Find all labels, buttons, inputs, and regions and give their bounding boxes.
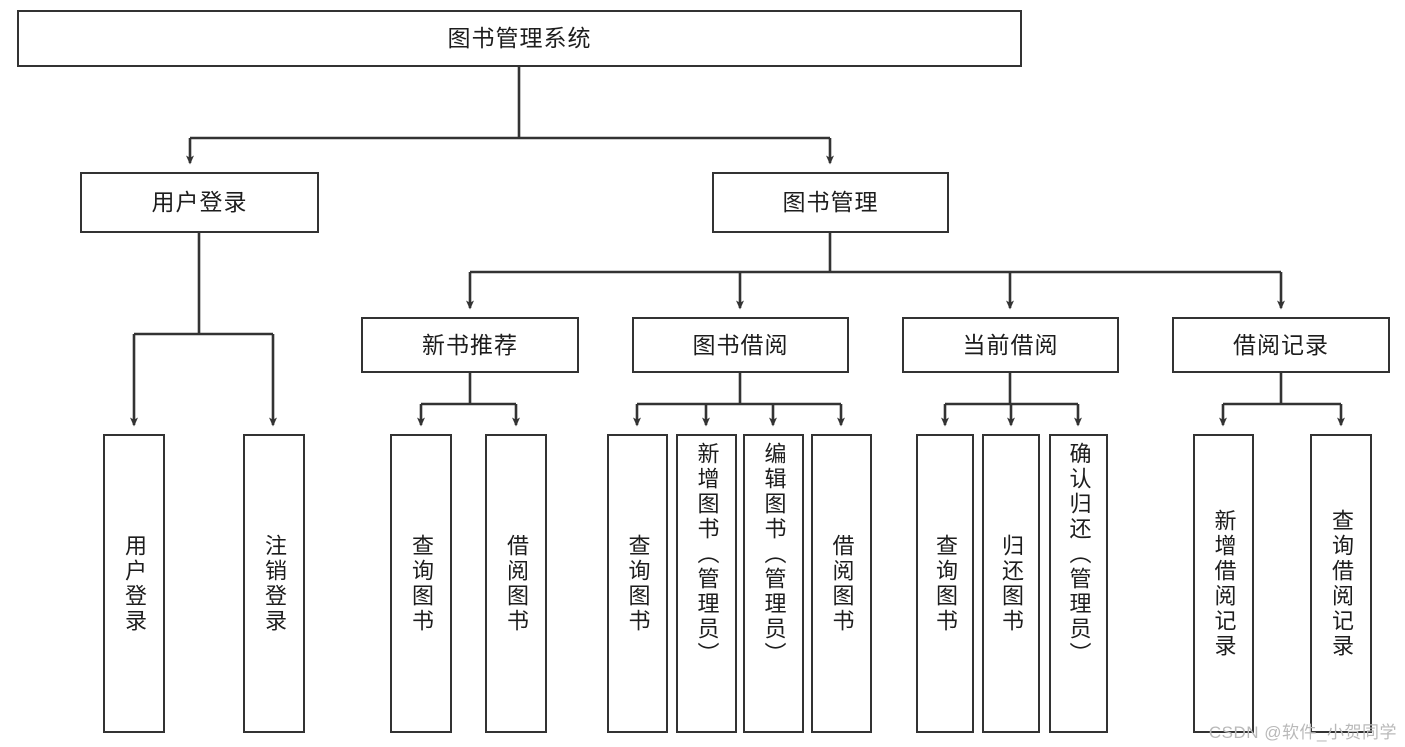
node-leaf-confirm-return[interactable]: 确认归还（管理员） xyxy=(1049,434,1108,733)
node-leaf-query-book-2-label: 查询图书 xyxy=(625,533,651,634)
node-book-manage-label: 图书管理 xyxy=(782,189,879,216)
node-leaf-query-book-1-label: 查询图书 xyxy=(409,533,434,634)
node-leaf-borrow-book-2[interactable]: 借阅图书 xyxy=(811,434,872,733)
node-new-book-rec[interactable]: 新书推荐 xyxy=(361,317,579,373)
node-leaf-query-book-1[interactable]: 查询图书 xyxy=(390,434,452,733)
node-borrow-record-label: 借阅记录 xyxy=(1233,331,1329,358)
node-leaf-query-book-3[interactable]: 查询图书 xyxy=(916,434,974,733)
node-leaf-return-book-label: 归还图书 xyxy=(999,533,1024,634)
node-leaf-borrow-book-1-label: 借阅图书 xyxy=(504,533,529,634)
node-user-login[interactable]: 用户登录 xyxy=(80,172,319,233)
node-leaf-query-book-3-label: 查询图书 xyxy=(933,533,958,634)
node-leaf-borrow-book-2-label: 借阅图书 xyxy=(829,533,855,634)
node-user-login-label: 用户登录 xyxy=(151,189,248,216)
node-leaf-user-login[interactable]: 用户登录 xyxy=(103,434,165,733)
node-leaf-edit-book[interactable]: 编辑图书（管理员） xyxy=(743,434,804,733)
node-root-label: 图书管理系统 xyxy=(447,25,592,52)
node-leaf-add-record-label: 新增借阅记录 xyxy=(1211,508,1237,659)
node-root[interactable]: 图书管理系统 xyxy=(17,10,1022,67)
node-current-borrow[interactable]: 当前借阅 xyxy=(902,317,1119,373)
csdn-watermark: CSDN @软件_小贺同学 xyxy=(1208,723,1397,742)
node-new-book-rec-label: 新书推荐 xyxy=(422,331,518,358)
node-leaf-borrow-book-1[interactable]: 借阅图书 xyxy=(485,434,547,733)
node-leaf-query-record[interactable]: 查询借阅记录 xyxy=(1310,434,1372,733)
node-leaf-query-record-label: 查询借阅记录 xyxy=(1329,508,1354,659)
node-leaf-user-logout[interactable]: 注销登录 xyxy=(243,434,305,733)
node-leaf-return-book[interactable]: 归还图书 xyxy=(982,434,1040,733)
node-leaf-user-login-label: 用户登录 xyxy=(122,533,147,634)
node-leaf-confirm-return-label: 确认归还（管理员） xyxy=(1066,442,1092,667)
node-leaf-add-book-label: 新增图书（管理员） xyxy=(694,442,720,667)
node-leaf-edit-book-label: 编辑图书（管理员） xyxy=(761,442,787,667)
node-current-borrow-label: 当前借阅 xyxy=(962,331,1059,358)
node-leaf-add-record[interactable]: 新增借阅记录 xyxy=(1193,434,1254,733)
node-leaf-query-book-2[interactable]: 查询图书 xyxy=(607,434,668,733)
node-borrow-record[interactable]: 借阅记录 xyxy=(1172,317,1390,373)
node-book-manage[interactable]: 图书管理 xyxy=(712,172,949,233)
node-book-borrow-label: 图书借阅 xyxy=(692,331,789,358)
node-leaf-user-logout-label: 注销登录 xyxy=(262,533,287,634)
node-book-borrow[interactable]: 图书借阅 xyxy=(632,317,849,373)
node-leaf-add-book[interactable]: 新增图书（管理员） xyxy=(676,434,737,733)
